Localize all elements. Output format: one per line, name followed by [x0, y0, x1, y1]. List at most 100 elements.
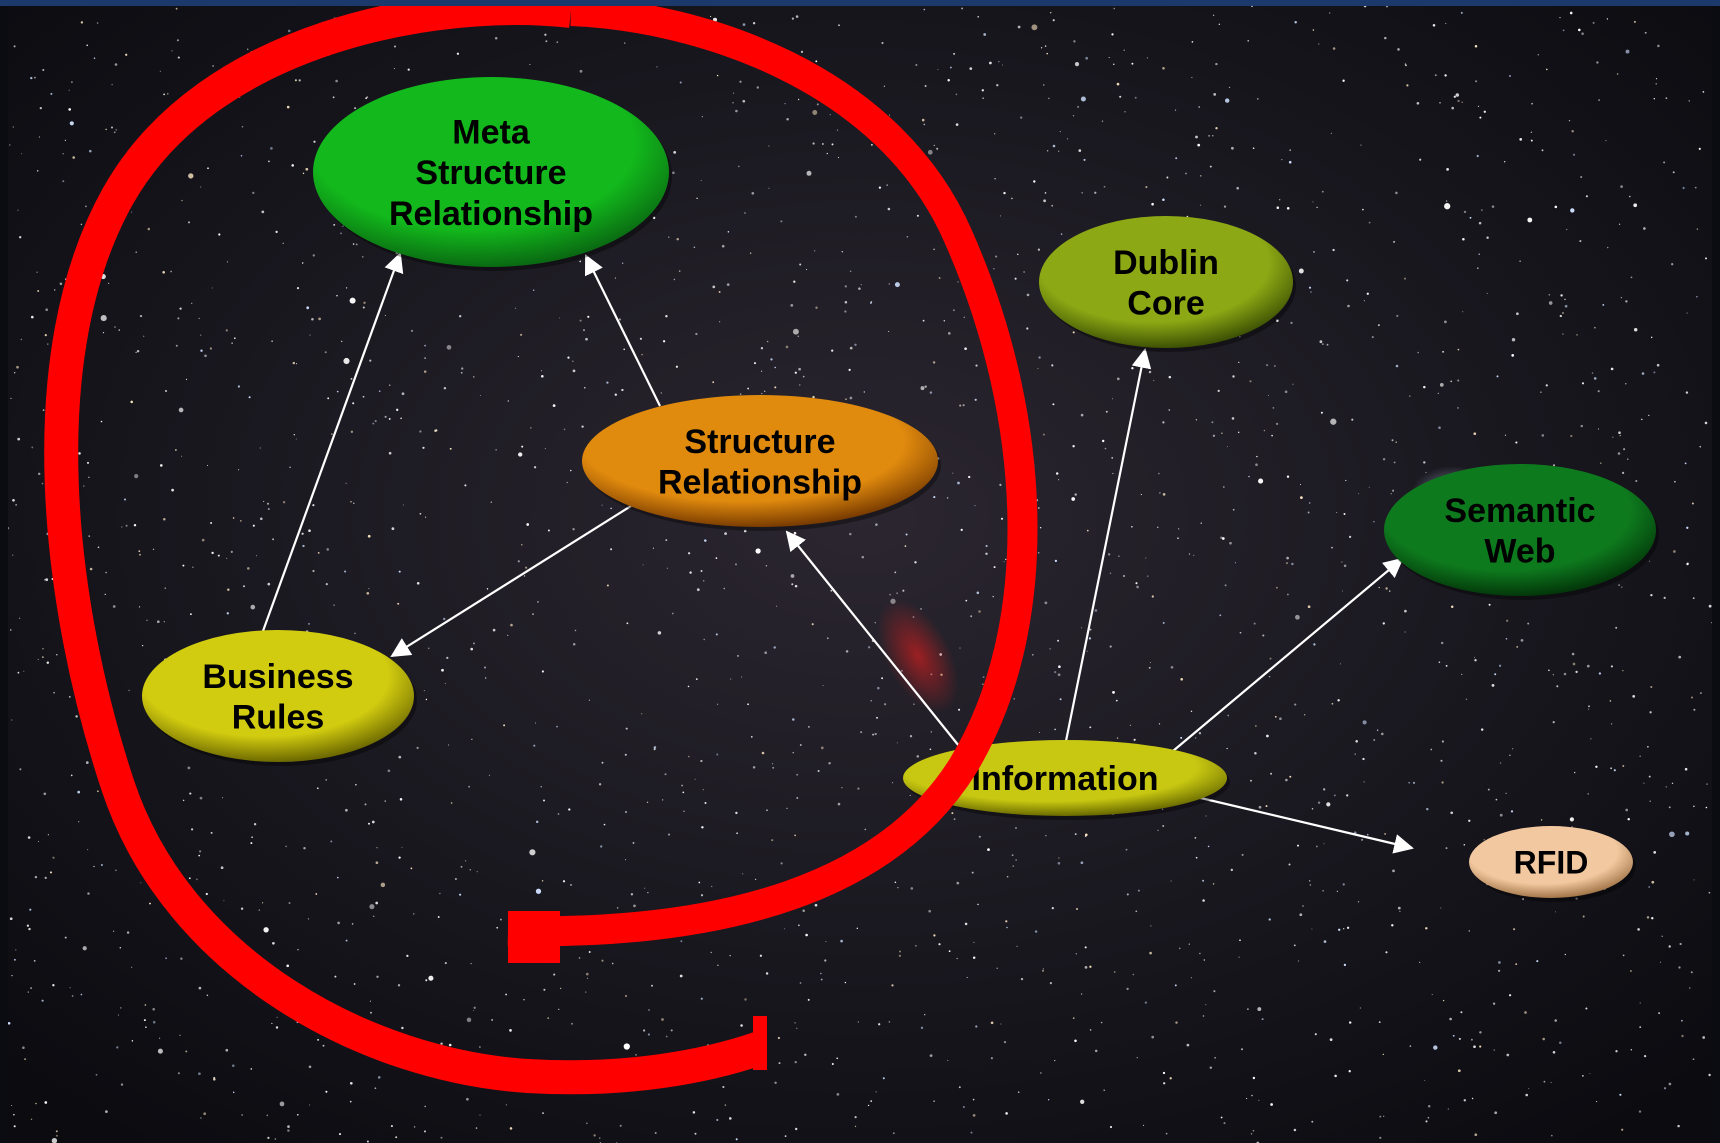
star [9, 144, 11, 146]
star [1582, 1075, 1584, 1077]
star [1042, 969, 1044, 972]
star [887, 207, 891, 211]
star [68, 108, 72, 111]
star [1314, 1033, 1317, 1036]
star [8, 1021, 11, 1025]
star [1293, 944, 1296, 947]
star [20, 153, 23, 155]
star [566, 481, 568, 484]
star [510, 623, 513, 627]
star [376, 975, 379, 979]
star [1073, 40, 1076, 43]
star [1250, 779, 1252, 782]
star [882, 1077, 885, 1080]
star [1361, 838, 1364, 841]
star [1641, 418, 1643, 421]
star [1609, 700, 1612, 702]
star [1366, 292, 1369, 295]
star [287, 1129, 290, 1132]
star [398, 755, 402, 759]
star [1460, 11, 1463, 14]
star [354, 107, 357, 110]
star [1444, 320, 1447, 324]
star [824, 959, 827, 962]
star [42, 648, 44, 650]
star [922, 319, 925, 322]
star [397, 984, 401, 987]
star [1292, 383, 1294, 385]
star [1329, 1038, 1333, 1041]
star [1276, 319, 1279, 322]
star [72, 156, 75, 159]
star [125, 524, 128, 527]
star [143, 1019, 146, 1022]
star [1445, 847, 1448, 850]
star [266, 1114, 269, 1117]
star [93, 865, 95, 868]
star [1333, 794, 1336, 797]
star [1039, 527, 1042, 529]
star [1015, 826, 1017, 829]
star [784, 1135, 787, 1137]
star [1494, 673, 1497, 676]
star [1615, 626, 1618, 629]
star [1600, 462, 1602, 464]
star [496, 926, 499, 929]
star [1052, 403, 1055, 406]
star [309, 334, 311, 336]
star [464, 484, 467, 487]
star [232, 1064, 235, 1067]
star [938, 943, 941, 946]
star [388, 451, 392, 455]
star [840, 939, 843, 943]
star [1212, 135, 1214, 137]
star [916, 214, 919, 217]
star [764, 651, 768, 655]
star [671, 612, 674, 615]
star [1101, 439, 1105, 443]
star [200, 349, 203, 352]
star [1145, 557, 1147, 559]
star [338, 1133, 342, 1136]
star [1347, 304, 1350, 308]
star [963, 1106, 965, 1108]
star [416, 581, 420, 585]
star [1625, 808, 1629, 812]
star [751, 191, 755, 195]
star [1293, 1128, 1297, 1132]
star [19, 768, 22, 771]
star [1396, 314, 1399, 317]
star [585, 991, 587, 993]
star [1311, 808, 1314, 810]
star [370, 1011, 372, 1014]
star [1191, 41, 1194, 43]
star [1368, 486, 1370, 488]
star [600, 845, 603, 848]
star [606, 381, 609, 384]
star [1336, 890, 1339, 893]
star [647, 1033, 651, 1036]
star [42, 656, 44, 658]
star [1195, 419, 1198, 421]
star [864, 828, 867, 831]
star [163, 621, 165, 623]
star [263, 927, 269, 933]
star [1109, 1125, 1113, 1129]
star [374, 1087, 377, 1090]
star [766, 340, 769, 343]
star [970, 1131, 973, 1134]
star [332, 96, 335, 99]
star [471, 738, 473, 740]
star [425, 698, 428, 701]
star [946, 497, 949, 499]
star [131, 1040, 134, 1042]
star [37, 290, 40, 292]
star [664, 773, 667, 776]
star [574, 629, 577, 632]
star [796, 1027, 798, 1029]
star [1457, 348, 1460, 351]
star [675, 365, 679, 368]
star [1446, 168, 1449, 171]
star [294, 79, 297, 82]
